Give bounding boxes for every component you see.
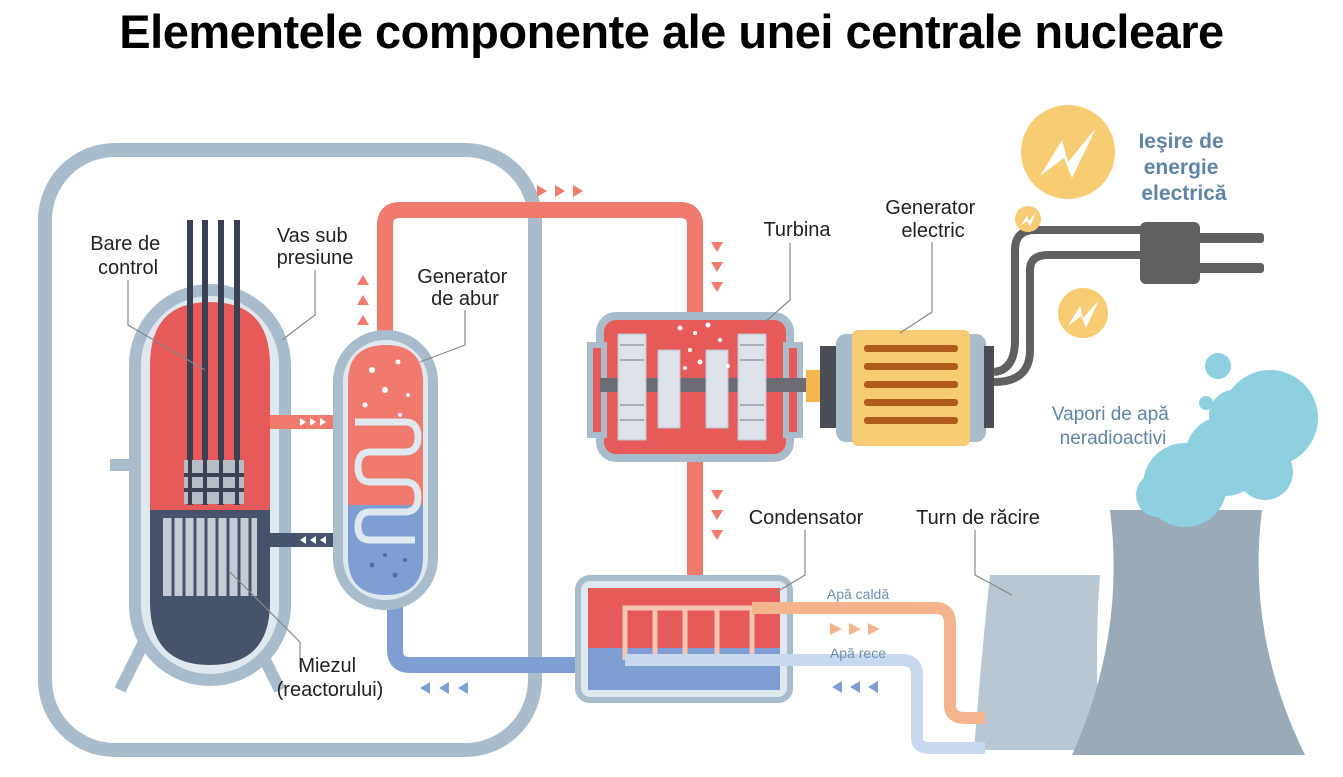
containment-building (38, 143, 542, 757)
reactor-vessel (110, 220, 291, 693)
label-hot-water: Apă caldă (827, 586, 889, 602)
label-condenser: Condensator (749, 507, 864, 529)
label-core: Miezul (reactorului) (277, 655, 384, 701)
lightning-icon (1058, 288, 1108, 338)
cooling-tower (1072, 510, 1305, 755)
turbine (587, 312, 812, 462)
feedwater-pipe (387, 590, 590, 673)
coupling (806, 370, 820, 402)
label-steam-generator: Generator de abur (417, 266, 513, 310)
label-steam: Vapori de apă neradioactivi (1052, 404, 1174, 449)
label-power-output: Ieşire de energie electrică (1138, 130, 1229, 205)
steam-cloud (1136, 353, 1318, 527)
flow-arrows-warm (830, 623, 880, 635)
flow-arrows-small (300, 418, 326, 544)
flow-arrows-hot (357, 185, 723, 540)
page-title: Elementele componente ale unei centrale … (119, 5, 1224, 58)
steam-generator (333, 330, 438, 610)
label-pressure-vessel: Vas sub presiune (277, 225, 354, 269)
label-electric-generator: Generator electric (885, 197, 981, 242)
flow-arrows-cold (420, 681, 878, 694)
leader-lines (127, 242, 1013, 668)
control-rods (184, 220, 244, 505)
cold-water-pipe (625, 654, 985, 754)
label-control-rods: Bare de control (90, 233, 166, 279)
lightning-icon (1021, 105, 1115, 199)
hot-water-pipe (752, 602, 985, 724)
label-cold-water: Apă rece (830, 645, 886, 661)
lightning-icon (1015, 206, 1041, 232)
label-turbine: Turbina (763, 219, 831, 241)
cooling-tower-small (974, 575, 1100, 750)
steam-pipe (377, 202, 703, 595)
label-cooling-tower: Turn de răcire (916, 507, 1040, 529)
condenser-coil (622, 605, 755, 660)
electric-generator (820, 330, 994, 446)
